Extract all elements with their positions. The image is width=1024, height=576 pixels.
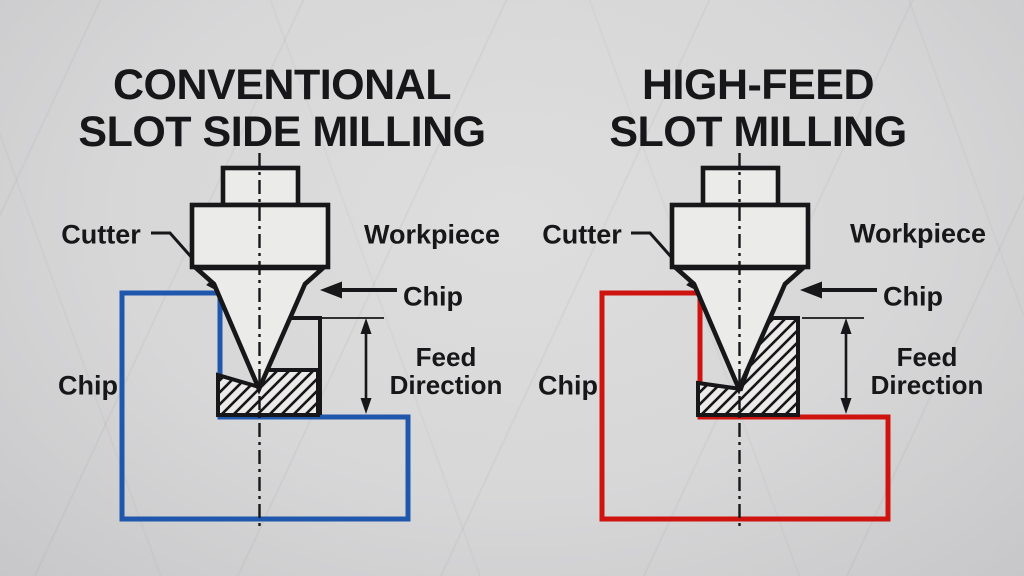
conventional-workpiece-step-edge <box>289 316 322 415</box>
conventional-feed-direction-arrow-icon <box>360 318 372 414</box>
high-feed-feed-line2: Direction <box>870 370 984 400</box>
high-feed-chip-arrow-label: Chip <box>883 281 943 312</box>
conventional-feed-line2: Direction <box>389 370 503 400</box>
high-feed-feed-direction-label: Feed Direction <box>871 343 984 399</box>
conventional-feed-line1: Feed <box>415 342 477 372</box>
high-feed-cutter-label: Cutter <box>542 219 622 250</box>
conventional-chip-arrow-label: Chip <box>403 281 463 312</box>
high-feed-chip-outline-label: Chip <box>538 370 598 401</box>
conventional-chip-arrow-icon <box>320 281 397 299</box>
conventional-chip-outline-label: Chip <box>58 370 118 401</box>
conventional-cutter-label: Cutter <box>61 219 141 250</box>
conventional-title-line1: CONVENTIONAL <box>112 61 452 109</box>
conventional-chip-hatch-section <box>216 368 320 417</box>
conventional-diagram <box>119 153 411 528</box>
high-feed-feed-direction-arrow-icon <box>840 318 852 414</box>
conventional-workpiece-label: Workpiece <box>363 219 501 250</box>
high-feed-title-line1: HIGH-FEED <box>641 61 875 109</box>
high-feed-workpiece-label: Workpiece <box>849 218 987 249</box>
conventional-title-line2: SLOT SIDE MILLING <box>78 108 486 156</box>
high-feed-title-line2: SLOT MILLING <box>609 108 907 156</box>
conventional-feed-direction-label: Feed Direction <box>390 343 503 399</box>
conventional-title: CONVENTIONAL SLOT SIDE MILLING <box>78 61 486 156</box>
high-feed-title: HIGH-FEED SLOT MILLING <box>609 61 907 156</box>
high-feed-feed-line1: Feed <box>896 342 958 372</box>
high-feed-diagram <box>599 153 891 528</box>
high-feed-chip-arrow-icon <box>800 281 877 299</box>
